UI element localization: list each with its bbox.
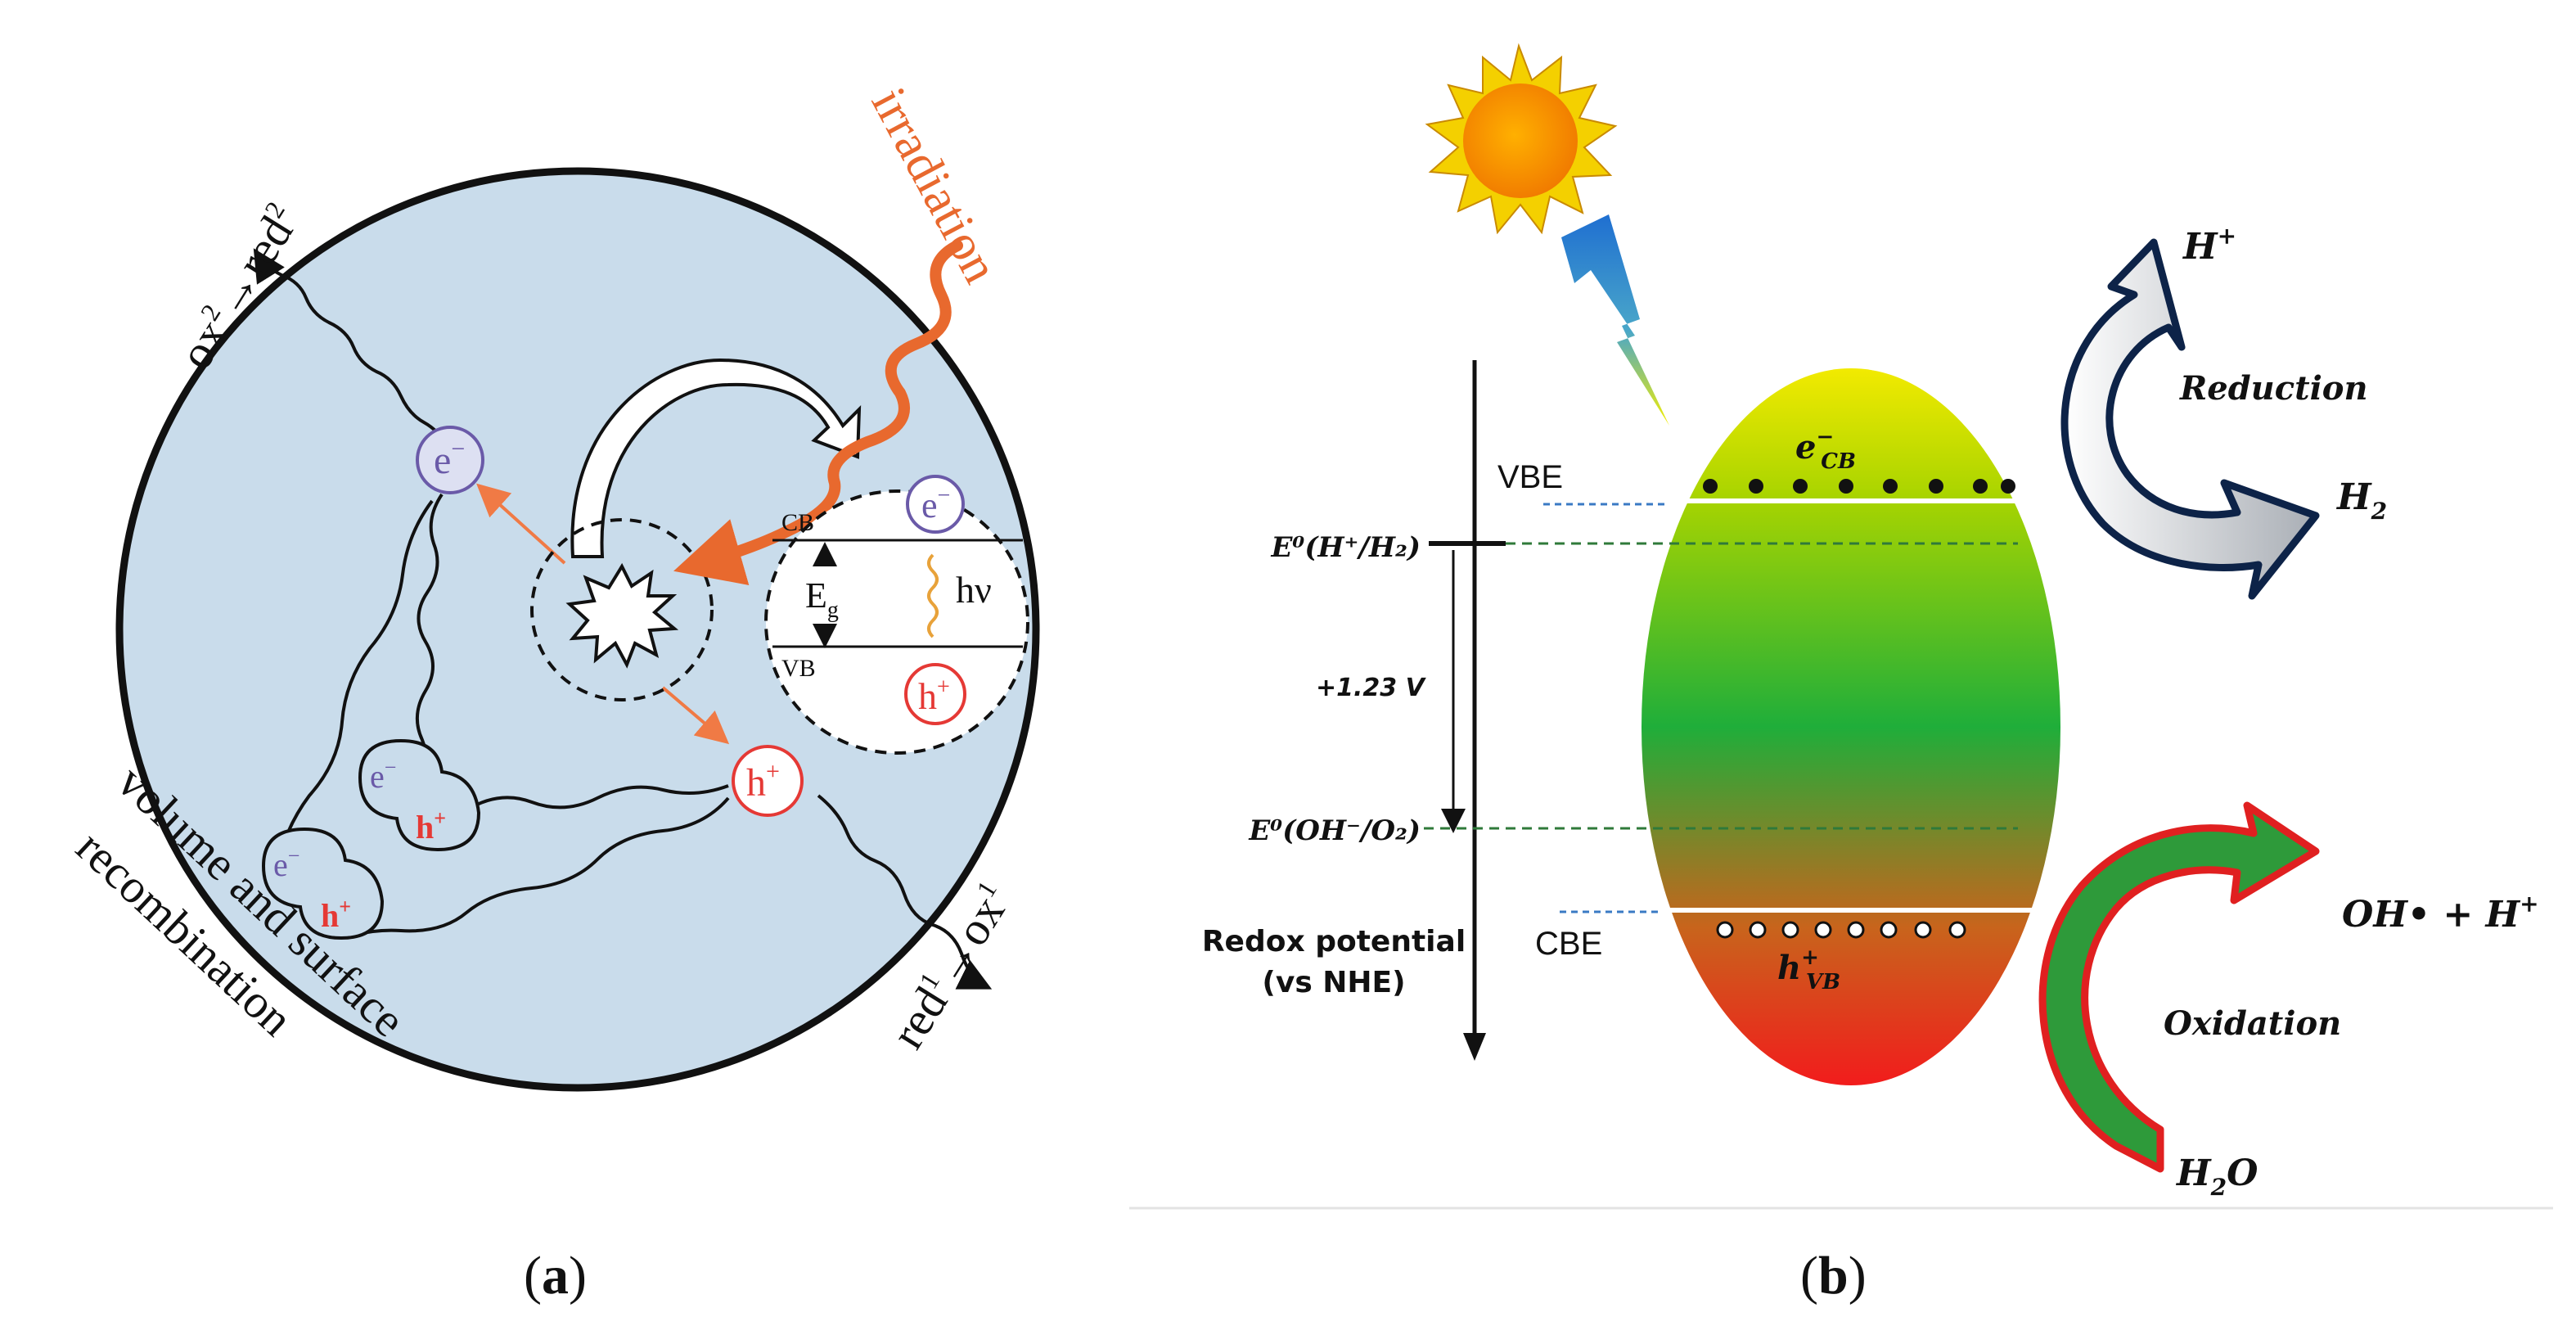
e0-oh-label: E⁰(OH⁻/O₂)	[1248, 814, 1421, 847]
recombination-pair-2: e− h+	[261, 827, 385, 940]
vbe-label: VBE	[1497, 459, 1563, 495]
diffusion-paths	[253, 248, 993, 990]
photon-wave	[927, 553, 939, 638]
svg-text:h+: h+	[321, 895, 351, 934]
inset-electron: e−	[906, 475, 965, 534]
electron-particle: e−	[416, 426, 484, 494]
hvb-label: h+VB	[1777, 945, 1840, 994]
sun-icon	[1425, 43, 1618, 235]
oxidation-product-label: OH• + H+	[2342, 891, 2539, 936]
svg-text:e−: e−	[434, 435, 465, 482]
vb-holes	[1716, 921, 1966, 939]
redox-label-line1: Redox potential	[1202, 925, 1466, 958]
svg-text:e−: e−	[921, 483, 950, 525]
cb-label: CB	[781, 509, 814, 536]
hnu-label: hν	[956, 569, 992, 611]
potential-axis-arrowhead	[1463, 1033, 1486, 1061]
svg-text:h+: h+	[416, 806, 446, 846]
caption-a: (a)	[524, 1246, 587, 1306]
ecb-label: e−CB	[1795, 425, 1856, 474]
voltage-label: +1.23 V	[1316, 674, 1427, 702]
svg-text:e−: e−	[370, 755, 396, 795]
oxidation-arrow	[2038, 801, 2320, 1173]
svg-text:h+: h+	[918, 674, 950, 717]
eg-label: Eg	[805, 575, 839, 623]
lightning-bolt-icon	[1561, 214, 1669, 426]
cb-electrons	[1703, 479, 2015, 494]
h2o-label: H2O	[2175, 1152, 2258, 1201]
inset-hole: h+	[904, 663, 966, 725]
excitation-site	[530, 518, 714, 701]
irradiation-arrow	[673, 240, 963, 585]
svg-text:e−: e−	[273, 844, 299, 883]
excitation-burst	[565, 562, 679, 669]
panel-b: e−CB h+VB VBE CBE E⁰(H⁺/H₂) E⁰(OH⁻/O₂) +…	[1129, 43, 2553, 1306]
hole-particle: h+	[732, 745, 804, 817]
caption-b: (b)	[1800, 1246, 1867, 1306]
h2-label: H2	[2335, 476, 2387, 525]
e0-h-label: E⁰(H⁺/H₂)	[1271, 531, 1421, 564]
cbe-label: CBE	[1535, 926, 1602, 962]
svg-text:h+: h+	[746, 758, 780, 805]
recombination-pair-1: e− h+	[358, 738, 481, 852]
h-plus-label: H+	[2182, 223, 2236, 268]
semiconductor-band-ellipse	[1642, 368, 2060, 1085]
reduction-label: Reduction	[2179, 369, 2368, 408]
zoom-arrow	[570, 358, 862, 558]
oxidation-label: Oxidation	[2164, 1004, 2341, 1043]
redox-label-line2: (vs NHE)	[1262, 966, 1405, 999]
vb-label: VB	[781, 655, 816, 682]
panel-a: CB VB Eg hν e− h+ e− h+ e− h+	[66, 79, 1040, 1306]
reduction-arrow	[2060, 238, 2320, 600]
charge-separation-arrows	[476, 483, 730, 745]
